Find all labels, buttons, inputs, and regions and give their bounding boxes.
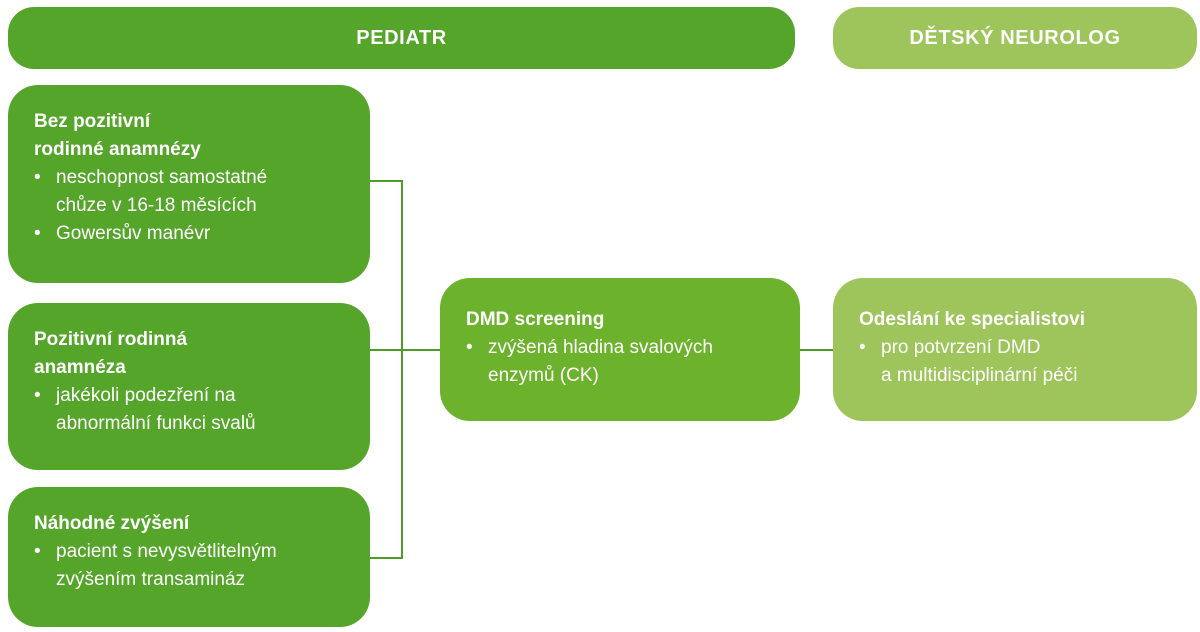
bullet-line: a multidisciplinární péči <box>881 365 1078 386</box>
title-line: Náhodné zvýšení <box>34 513 190 534</box>
header-detsky-neurolog-label: DĚTSKÝ NEUROLOG <box>909 26 1121 49</box>
title-line: anamnéza <box>34 357 126 378</box>
box-no-family-history: Bez pozitivní rodinné anamnézy • neschop… <box>8 85 370 283</box>
connector-box2-to-screening <box>370 349 440 351</box>
bullet-text: jakékoli podezření na abnormální funkci … <box>56 382 350 438</box>
bullet-line: enzymů (CK) <box>488 365 599 386</box>
bullet-item: • pacient s nevysvětlitelným zvýšením tr… <box>34 538 350 594</box>
title-line: rodinné anamnézy <box>34 139 201 160</box>
title-line: Odeslání ke specialistovi <box>859 309 1085 330</box>
bullet-item: • jakékoli podezření na abnormální funkc… <box>34 382 350 438</box>
bullet-item: • zvýšená hladina svalových enzymů (CK) <box>466 334 780 390</box>
bullet-text: zvýšená hladina svalových enzymů (CK) <box>488 334 780 390</box>
bullet-item: • pro potvrzení DMD a multidisciplinární… <box>859 334 1177 390</box>
box-positive-family-history: Pozitivní rodinná anamnéza • jakékoli po… <box>8 303 370 470</box>
box-incidental-elevation: Náhodné zvýšení • pacient s nevysvětlite… <box>8 487 370 627</box>
bullet-icon: • <box>34 223 41 244</box>
bullet-line: jakékoli podezření na <box>56 385 236 406</box>
bullet-item: • Gowersův manévr <box>34 220 350 248</box>
box-title: Náhodné zvýšení <box>34 510 350 538</box>
bullet-text: Gowersův manévr <box>56 220 350 248</box>
header-pediatr-label: PEDIATR <box>356 26 447 49</box>
title-line: Bez pozitivní <box>34 111 151 132</box>
box-dmd-screening: DMD screening • zvýšená hladina svalovýc… <box>440 278 800 421</box>
bullet-icon: • <box>34 541 41 562</box>
bullet-text: pro potvrzení DMD a multidisciplinární p… <box>881 334 1177 390</box>
bullet-line: zvýšená hladina svalových <box>488 337 713 358</box>
bullet-line: Gowersův manévr <box>56 223 211 244</box>
header-pediatr: PEDIATR <box>8 7 795 69</box>
connector-screening-to-referral <box>800 349 833 351</box>
bullet-icon: • <box>34 167 41 188</box>
connector-box3-stub <box>370 557 401 559</box>
bullet-icon: • <box>34 385 41 406</box>
connector-box1-stub <box>370 180 401 182</box>
bullet-text: pacient s nevysvětlitelným zvýšením tran… <box>56 538 350 594</box>
bullet-line: neschopnost samostatné <box>56 167 268 188</box>
box-title: Bez pozitivní rodinné anamnézy <box>34 108 350 164</box>
box-title: Pozitivní rodinná anamnéza <box>34 326 350 382</box>
bullet-text: neschopnost samostatné chůze v 16-18 měs… <box>56 164 350 220</box>
bullet-icon: • <box>466 337 473 358</box>
bullet-item: • neschopnost samostatné chůze v 16-18 m… <box>34 164 350 220</box>
header-detsky-neurolog: DĚTSKÝ NEUROLOG <box>833 7 1197 69</box>
bullet-icon: • <box>859 337 866 358</box>
title-line: DMD screening <box>466 309 605 330</box>
bullet-line: chůze v 16-18 měsících <box>56 195 257 216</box>
box-referral-to-specialist: Odeslání ke specialistovi • pro potvrzen… <box>833 278 1197 421</box>
bullet-line: pro potvrzení DMD <box>881 337 1041 358</box>
box-title: DMD screening <box>466 306 780 334</box>
bullet-line: pacient s nevysvětlitelným <box>56 541 277 562</box>
bullet-line: abnormální funkci svalů <box>56 413 256 434</box>
title-line: Pozitivní rodinná <box>34 329 188 350</box>
connector-vertical-line <box>401 180 403 559</box>
box-title: Odeslání ke specialistovi <box>859 306 1177 334</box>
bullet-line: zvýšením transamináz <box>56 569 246 590</box>
